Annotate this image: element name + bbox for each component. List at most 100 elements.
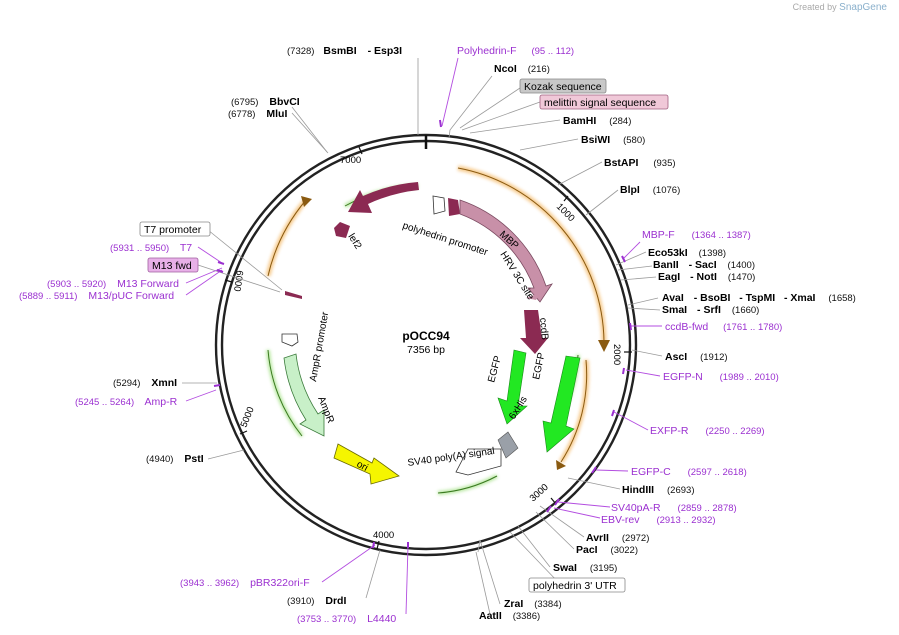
leader-bsiwi xyxy=(519,138,579,151)
orf603-arrow xyxy=(348,182,419,213)
tick-1000-mark xyxy=(563,195,569,202)
leader-avai xyxy=(627,297,659,306)
tick-3000: 3000 xyxy=(528,482,551,504)
polyh3utr-label: polyhedrin 3' UTR xyxy=(533,580,617,592)
leader-avrii xyxy=(539,505,585,538)
site-smai: SmaI - SrfI (1660) xyxy=(662,304,759,316)
primer-mark-sv40pa-r xyxy=(554,498,560,506)
primer-exfp-r: EXFP-R (2250 .. 2269) xyxy=(650,425,765,437)
m13-fwd-label: M13 fwd xyxy=(152,260,192,272)
leader-aatii xyxy=(475,551,491,615)
sv40-polya-arrow xyxy=(455,448,502,476)
green-arc-bottom-glow xyxy=(437,474,498,495)
ampr-promoter-arrow xyxy=(281,333,299,347)
plasmid-size: 7356 bp xyxy=(407,344,445,356)
site-psti: (4940) PstI xyxy=(146,453,204,465)
orange-arc-inner xyxy=(560,359,588,463)
label-egfp-2: EGFP xyxy=(531,351,547,380)
leader-t7promoter xyxy=(207,229,283,291)
leader-blpi xyxy=(585,189,619,216)
t7-promoter-label: T7 promoter xyxy=(144,224,202,236)
sv40-grey-box xyxy=(497,431,519,459)
orange-arc-left-head xyxy=(301,196,312,207)
primer-mark-egfp-c xyxy=(591,466,597,474)
leader-hindiii xyxy=(567,477,621,490)
primer-mbp-f: MBP-F (1364 .. 1387) xyxy=(642,229,751,241)
site-asci: AscI (1912) xyxy=(665,351,728,363)
site-swai: SwaI (3195) xyxy=(553,562,617,574)
label-ccdb: ccdB xyxy=(537,317,550,340)
polyhedrin-promoter-arrow xyxy=(432,195,446,215)
site-banii: BanII - SacI (1400) xyxy=(653,259,755,271)
snapgene-watermark: Created by SnapGene xyxy=(793,2,887,13)
orange-arc-outer-head xyxy=(598,340,610,352)
leader-asci xyxy=(631,349,663,357)
primer-m13-forward: (5903 .. 5920) M13 Forward xyxy=(47,278,179,290)
site-drdi: (3910) DrdI xyxy=(287,595,346,607)
site-bstapi: BstAPI (935) xyxy=(604,157,676,169)
plasmid-name: pOCC94 xyxy=(402,329,450,343)
t7-promoter-box xyxy=(139,221,211,237)
primer-mark-ccdb-fwd xyxy=(629,322,632,331)
pleader-sv40pa-r xyxy=(557,501,611,508)
tick-4000-mark xyxy=(376,540,380,550)
primer-l4440: (3753 .. 3770) L4440 xyxy=(297,613,396,625)
label-polyhedrin-promoter: polyhedrin promoter xyxy=(401,220,490,258)
primer-mark-ebv-rev xyxy=(546,505,552,513)
label-egfp-1: EGFP xyxy=(486,354,504,383)
site-xmni: (5294) XmnI xyxy=(113,377,177,389)
pleader-t7 xyxy=(197,246,223,264)
leader-paci xyxy=(535,511,575,550)
leader-swai xyxy=(517,525,551,568)
primer-mark-pbr322ori-f xyxy=(372,541,375,549)
pleader-mbp-f xyxy=(623,241,641,259)
kozak-box xyxy=(519,78,607,94)
site-blpi: BlpI (1076) xyxy=(620,184,680,196)
site-bamhi: BamHI (284) xyxy=(563,115,631,127)
label-ori: ori xyxy=(355,459,370,474)
leader-eagi xyxy=(620,276,657,281)
primer-amp-r: (5245 .. 5264) Amp-R xyxy=(75,396,178,408)
pleader-ebv-rev xyxy=(553,507,601,519)
polyh3utr-box xyxy=(528,577,626,593)
pleader-exfp-r xyxy=(613,411,649,431)
primer-t7: (5931 .. 5950) T7 xyxy=(110,242,192,254)
leader-ncoi xyxy=(448,75,493,139)
tick-7000: 7000 xyxy=(340,155,361,166)
green-arc-bottom xyxy=(437,475,498,494)
egfp-arrow-1 xyxy=(497,349,528,425)
ampr-arrow xyxy=(283,353,325,437)
tick-4000: 4000 xyxy=(373,530,394,541)
kozak-label: Kozak sequence xyxy=(524,81,602,93)
leader-bstapi xyxy=(557,161,603,186)
primer-pbr322ori-f: (3943 .. 3962) pBR322ori-F xyxy=(180,577,310,589)
primer-mark-polyhedrin-f xyxy=(439,119,442,128)
site-bbvci: (6795) BbvCI xyxy=(231,96,300,108)
leader-eco53ki xyxy=(615,251,647,266)
egfp-arrow-2 xyxy=(542,355,581,453)
melittin-feature xyxy=(448,198,460,216)
leader-smai xyxy=(627,307,661,311)
site-hindiii: HindIII (2693) xyxy=(622,484,694,496)
orange-arc-inner-head xyxy=(556,460,566,470)
primer-m13-puc: (5889 .. 5911) M13/pUC Forward xyxy=(19,290,174,302)
leader-bbvci xyxy=(291,112,329,154)
site-avai: AvaI - BsoBI - TspMI - XmaI (1658) xyxy=(662,292,856,304)
tick-5000-mark xyxy=(239,430,248,435)
watermark-prefix: Created by xyxy=(792,2,837,12)
site-eagi: EagI - NotI (1470) xyxy=(658,271,755,283)
green-arc-left xyxy=(267,349,303,437)
primer-ccdb-fwd: ccdB-fwd (1761 .. 1780) xyxy=(665,321,782,333)
orange-arc-left-glow xyxy=(265,198,308,277)
pleader-pbr322ori-f xyxy=(321,544,376,583)
pleader-m13-forward xyxy=(185,267,223,284)
lef2-arrow xyxy=(334,222,350,238)
leader-kozak xyxy=(459,87,521,129)
site-zrai: ZraI (3384) xyxy=(504,598,562,610)
hrv-site xyxy=(526,293,540,300)
pleader-egfp-c xyxy=(595,469,629,472)
primer-ebv-rev: EBV-rev (2913 .. 2932) xyxy=(601,514,716,526)
label-ampr-promoter: AmpR promoter xyxy=(308,310,331,382)
primer-mark-t7 xyxy=(217,261,225,265)
